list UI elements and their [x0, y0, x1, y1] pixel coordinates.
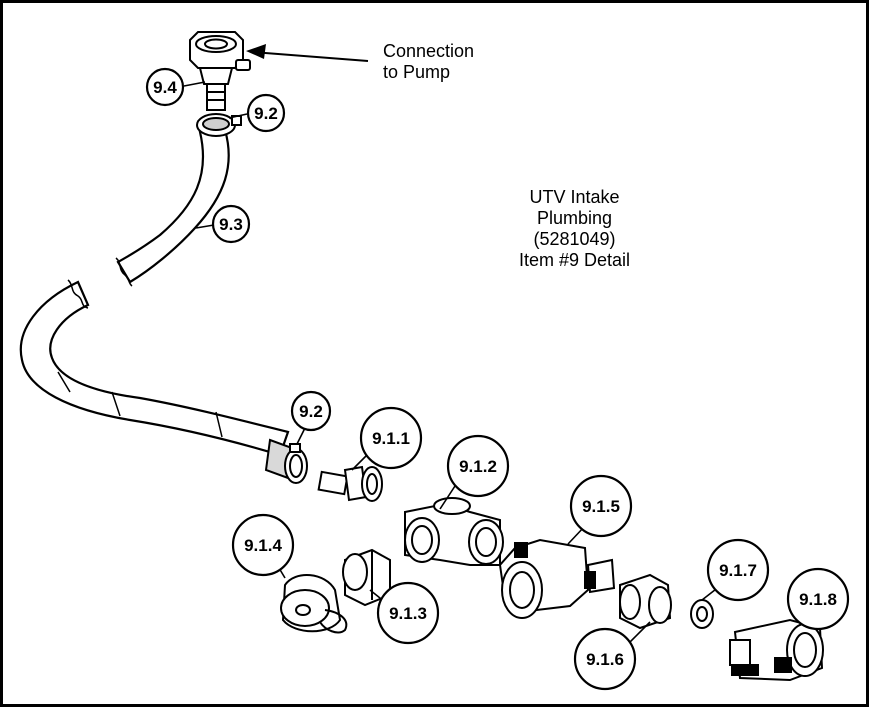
callout-9-1-5: 9.1.5 [569, 474, 633, 538]
washer [690, 599, 714, 629]
callout-label: 9.3 [219, 215, 243, 234]
callout-label: 9.1.7 [719, 561, 757, 580]
hex-nipple [342, 548, 391, 607]
hose-clamp-bottom [264, 438, 308, 484]
callouts: 9.4 9.2 9.3 9.2 9.1.1 9.1.2 9.1.5 9.1.4 [145, 67, 850, 691]
hose [19, 128, 290, 457]
callout-label: 9.1.1 [372, 429, 410, 448]
title-line-1: UTV Intake [529, 187, 620, 207]
hose-barb-adapter [317, 465, 383, 502]
callout-label: 9.1.3 [389, 604, 427, 623]
title-line-3: (5281049) [533, 229, 616, 249]
ball-valve [729, 618, 824, 682]
connection-arrow [246, 44, 369, 62]
callout-9-3: 9.3 [211, 204, 251, 244]
pipe-tee-fitting [404, 497, 504, 566]
callout-label: 9.1.6 [586, 650, 624, 669]
note-line-2: to Pump [383, 62, 451, 82]
callout-9-1-8: 9.1.8 [786, 567, 850, 631]
callout-label: 9.2 [254, 104, 278, 123]
callout-9-4: 9.4 [145, 67, 185, 107]
cam-cap [280, 573, 348, 634]
callout-9-1-3: 9.1.3 [376, 581, 440, 645]
callout-9-1-7: 9.1.7 [706, 538, 770, 602]
callout-9-2-bottom: 9.2 [290, 390, 332, 432]
callout-label: 9.2 [299, 402, 323, 421]
hose-lower-segment [19, 280, 290, 457]
callout-label: 9.1.8 [799, 590, 837, 609]
callout-label: 9.1.4 [244, 536, 282, 555]
callout-9-1-4: 9.1.4 [231, 513, 295, 577]
strainer-body [498, 538, 616, 619]
callout-9-1-2: 9.1.2 [446, 434, 510, 498]
callout-9-2-top: 9.2 [246, 93, 286, 133]
callout-label: 9.4 [153, 78, 177, 97]
note-line-1: Connection [383, 41, 475, 61]
hose-clamp-top [196, 113, 242, 137]
callout-label: 9.1.5 [582, 497, 620, 516]
pump-connection-note: Connection to Pump [383, 41, 474, 83]
callout-9-1-6: 9.1.6 [573, 627, 637, 691]
callout-9-1-1: 9.1.1 [359, 406, 423, 470]
hose-upper-segment [116, 128, 230, 284]
female-coupling [619, 573, 672, 630]
title-line-4: Item #9 Detail [518, 250, 631, 270]
title-line-2: Plumbing [536, 208, 613, 228]
hose-break-lower [67, 279, 89, 309]
diagram-title: UTV Intake Plumbing (5281049) Item #9 De… [487, 187, 662, 271]
pump-connector-fitting [189, 31, 251, 111]
hose-break-upper [115, 257, 133, 287]
callout-label: 9.1.2 [459, 457, 497, 476]
